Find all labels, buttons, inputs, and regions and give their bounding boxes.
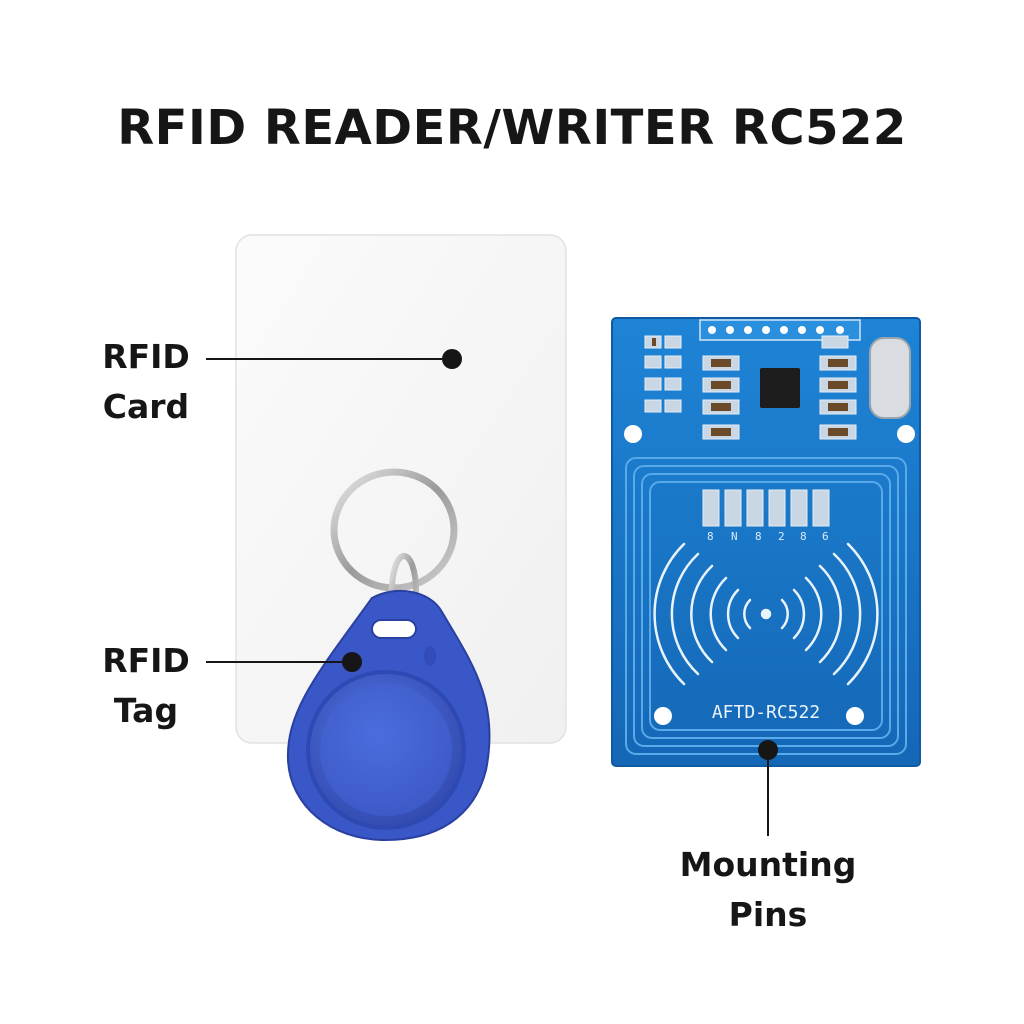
card-label: RFID Card [96, 332, 196, 432]
pin-label: 2 [778, 530, 785, 543]
tag-pointer-dot [342, 652, 362, 672]
mounting-pins-label: Mounting Pins [668, 840, 868, 940]
card-pointer-dot [442, 349, 462, 369]
card-label-line2: Card [102, 387, 190, 426]
rc522-chip [760, 368, 800, 408]
mounting-pointer-dot [758, 740, 778, 760]
header-pins [699, 319, 861, 341]
leader-lines [206, 358, 769, 836]
mounting-label-line2: Pins [728, 895, 808, 934]
pin-label: N [731, 530, 738, 543]
tag-label: RFID Tag [96, 636, 196, 736]
rc522-reader-board: 8 N 8 2 8 6 AFTD-RC522 [611, 317, 921, 767]
pin-label: 8 [707, 530, 714, 543]
leader-dots [342, 349, 778, 760]
pin-label: 8 [755, 530, 762, 543]
crystal-oscillator [869, 337, 911, 419]
wireless-signal-icon [653, 542, 879, 686]
card-label-line1: RFID [102, 337, 190, 376]
mounting-holes [624, 425, 915, 725]
tag-label-line2: Tag [113, 691, 179, 730]
tuning-components [702, 489, 830, 527]
board-silkscreen: AFTD-RC522 [712, 702, 820, 723]
rfid-keyfob-tag [286, 589, 491, 842]
pin-label: 8 [800, 530, 807, 543]
page-title: RFID READER/WRITER RC522 [117, 100, 907, 156]
tag-label-line1: RFID [102, 641, 190, 680]
pin-labels: 8 N 8 2 8 6 [707, 530, 829, 543]
capacitors [652, 338, 848, 436]
mounting-label-line1: Mounting [679, 845, 857, 884]
pin-label: 6 [822, 530, 829, 543]
